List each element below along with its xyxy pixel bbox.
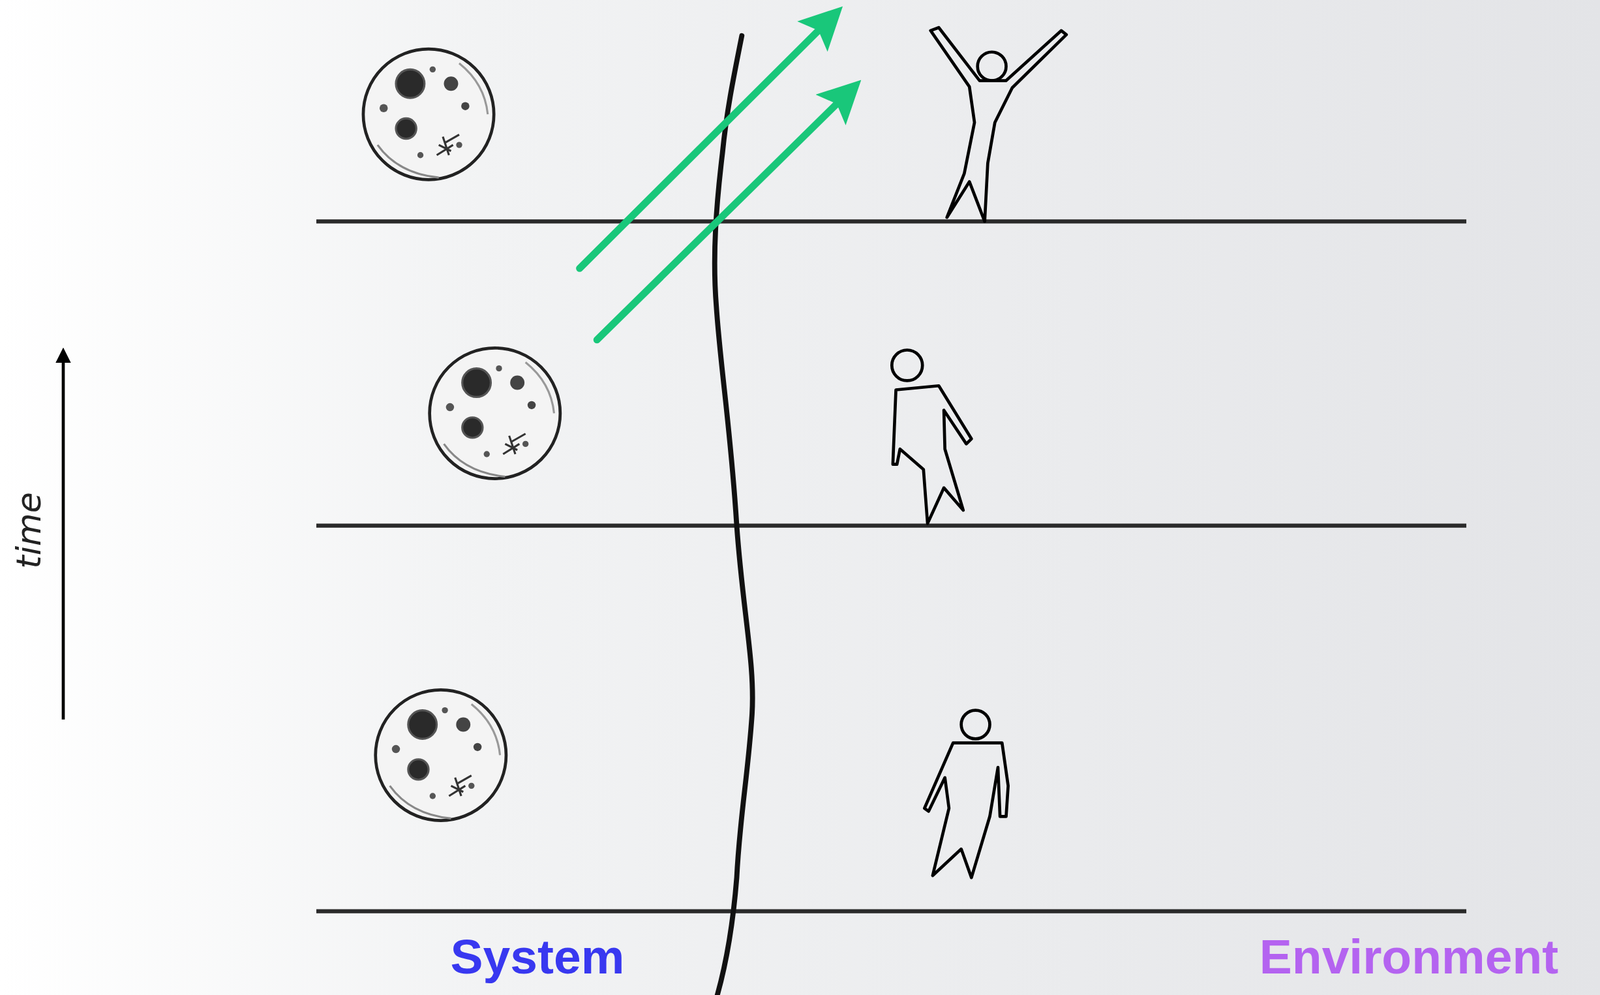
moon [429, 347, 561, 479]
person-figure [891, 349, 972, 524]
person-figure [930, 27, 1067, 222]
region-label: Environment [1259, 932, 1559, 982]
time-slice-line [316, 219, 1467, 224]
interaction-arrow [596, 93, 847, 340]
person-figure [924, 710, 1008, 878]
moon [363, 48, 494, 180]
time-arrow [61, 354, 66, 719]
time-slice-line [316, 523, 1467, 528]
time-slice-line [316, 909, 1467, 914]
moon [375, 689, 507, 820]
region-label: System [450, 932, 625, 982]
boundary-line [714, 35, 753, 995]
axis-label: time [11, 491, 46, 569]
